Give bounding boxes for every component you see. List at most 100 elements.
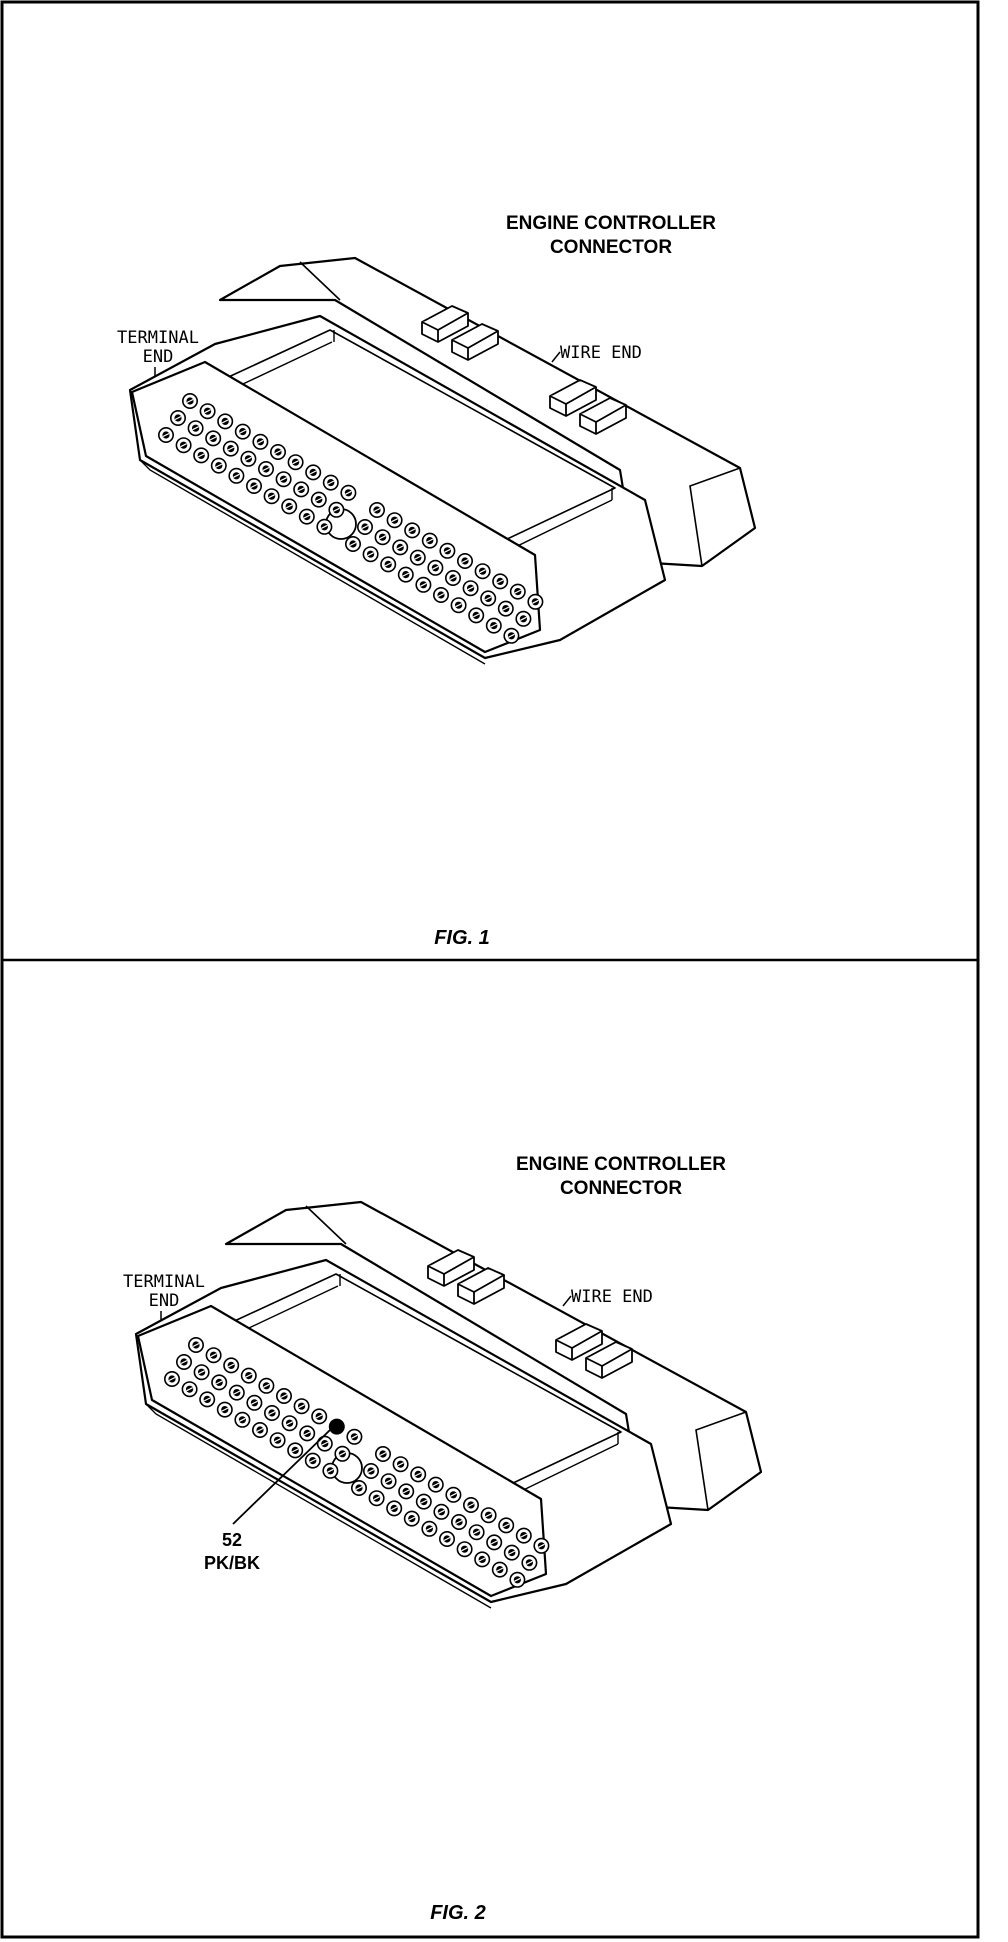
terminal-pin: [415, 576, 432, 593]
wire-end-leader: [551, 351, 561, 363]
terminal-pin: [392, 1456, 409, 1473]
terminal-pin: [269, 1432, 286, 1449]
terminal-pin: [293, 1398, 310, 1415]
terminal-pin: [187, 420, 204, 437]
terminal-pin: [368, 501, 385, 518]
terminal-pin: [340, 484, 357, 501]
terminal-pin: [252, 433, 269, 450]
terminal-pin: [509, 583, 526, 600]
terminal-pin: [485, 617, 502, 634]
terminal-pin: [252, 1421, 269, 1438]
terminal-pin: [392, 539, 409, 556]
terminal-pin: [415, 1493, 432, 1510]
wire-end-label: WIRE END: [571, 1287, 653, 1307]
terminal-pin: [246, 1394, 263, 1411]
terminal-pin: [228, 467, 245, 484]
wire-end-leader: [562, 1295, 572, 1307]
terminal-pin: [503, 1544, 520, 1561]
terminal-pin: [228, 1384, 245, 1401]
terminal-pin: [438, 1530, 455, 1547]
terminal-pin: [491, 1561, 508, 1578]
terminal-pin: [222, 440, 239, 457]
terminal-pin: [275, 1387, 292, 1404]
terminal-pin: [450, 1513, 467, 1530]
figure-1-caption: FIG. 1: [434, 927, 490, 949]
terminal-pin: [362, 546, 379, 563]
terminal-pin: [269, 443, 286, 460]
terminal-pin: [328, 501, 345, 518]
terminal-pin: [322, 474, 339, 491]
terminal-pin: [158, 426, 175, 443]
terminal-pin: [374, 1445, 391, 1462]
terminal-pin: [350, 1479, 367, 1496]
terminal-pin: [474, 563, 491, 580]
terminal-pin: [199, 1391, 216, 1408]
pin-callout-number: 52: [222, 1530, 242, 1550]
terminal-pin: [480, 590, 497, 607]
terminal-pin: [486, 1534, 503, 1551]
terminal-pin: [427, 1476, 444, 1493]
terminal-pins: [164, 1336, 550, 1588]
terminal-pin: [374, 529, 391, 546]
terminal-pin: [403, 1510, 420, 1527]
terminal-pin: [492, 573, 509, 590]
terminal-end-label-line-1: TERMINAL: [117, 328, 199, 348]
terminal-pin: [210, 457, 227, 474]
terminal-end-label-line-2: END: [143, 347, 174, 367]
terminal-pin: [281, 498, 298, 515]
terminal-pin: [199, 403, 216, 420]
terminal-pin: [181, 1381, 198, 1398]
terminal-pin: [287, 1442, 304, 1459]
wire-end-label: WIRE END: [560, 343, 642, 363]
connector-drawing: [134, 1200, 763, 1610]
terminal-pin: [287, 454, 304, 471]
terminal-pin: [456, 1541, 473, 1558]
terminal-pin: [176, 1353, 193, 1370]
terminal-pin: [257, 460, 274, 477]
terminal-pin: [263, 488, 280, 505]
terminal-pin: [293, 481, 310, 498]
connector-title-line-2: CONNECTOR: [550, 237, 672, 258]
terminal-pin: [211, 1374, 228, 1391]
terminal-pin: [380, 556, 397, 573]
terminal-pin: [515, 1527, 532, 1544]
terminal-pin: [216, 1401, 233, 1418]
terminal-pin: [193, 447, 210, 464]
terminal-pin: [346, 1428, 363, 1445]
terminal-pin: [439, 542, 456, 559]
terminal-pin: [240, 1367, 257, 1384]
terminal-pin: [305, 464, 322, 481]
pin-52-leader: [232, 1429, 331, 1525]
terminal-pin: [474, 1551, 491, 1568]
terminal-pins: [158, 392, 544, 644]
terminal-pin: [380, 1473, 397, 1490]
connector-title-line-2: CONNECTOR: [560, 1178, 682, 1199]
terminal-pin: [421, 1520, 438, 1537]
terminal-pin: [356, 518, 373, 535]
figure-1: ENGINE CONTROLLER CONNECTOR TERMINAL END…: [117, 213, 757, 949]
terminal-pin: [456, 552, 473, 569]
terminal-pin: [170, 409, 187, 426]
terminal-pin: [515, 610, 532, 627]
terminal-pin: [258, 1377, 275, 1394]
terminal-pin: [316, 518, 333, 535]
terminal-pin: [462, 1496, 479, 1513]
terminal-pin: [445, 1486, 462, 1503]
terminal-pin: [450, 597, 467, 614]
terminal-pin: [521, 1554, 538, 1571]
terminal-pin: [509, 1571, 526, 1588]
terminal-pin: [468, 607, 485, 624]
terminal-pin: [462, 580, 479, 597]
terminal-pin: [188, 1336, 205, 1353]
terminal-pin: [480, 1507, 497, 1524]
terminal-pin: [217, 413, 234, 430]
terminal-pin: [432, 586, 449, 603]
terminal-pin: [398, 1483, 415, 1500]
terminal-pin: [246, 477, 263, 494]
terminal-pin: [311, 1408, 328, 1425]
terminal-pin: [310, 491, 327, 508]
terminal-pin: [404, 522, 421, 539]
terminal-pin: [205, 1347, 222, 1364]
terminal-pin: [433, 1503, 450, 1520]
